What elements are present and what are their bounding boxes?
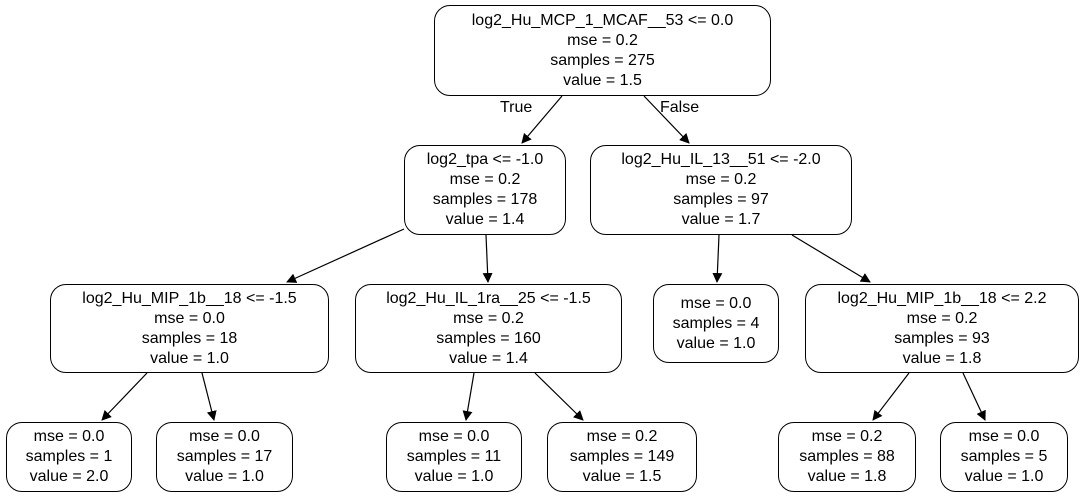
- edge-n0-n2: [643, 95, 690, 144]
- node-line: samples = 88: [799, 448, 895, 465]
- node-line: samples = 149: [569, 448, 675, 465]
- node-line: value = 1.4: [449, 349, 528, 367]
- node-line: samples = 93: [894, 329, 990, 347]
- node-line: value = 1.4: [445, 211, 525, 228]
- edge-n6-n12: [962, 372, 986, 421]
- node-line: value = 1.5: [563, 71, 642, 89]
- node-line: value = 1.8: [902, 349, 982, 367]
- node-line: mse = 0.2: [906, 309, 978, 327]
- edge-n6-n11: [872, 372, 910, 421]
- tree-node-n11: mse = 0.2 samples = 88 value = 1.8: [778, 422, 916, 492]
- tree-node-n1: log2_tpa <= -1.0 mse = 0.2 samples = 178 va…: [404, 145, 566, 235]
- node-line: mse = 0.2: [449, 171, 521, 188]
- node-line: value = 1.0: [150, 349, 229, 367]
- node-line: log2_Hu_MIP_1b__18 <= -1.5: [82, 289, 297, 307]
- node-line: samples = 1: [25, 448, 113, 465]
- node-line: value = 1.5: [582, 468, 662, 485]
- tree-node-n8: mse = 0.0 samples = 17 value = 1.0: [156, 422, 293, 492]
- tree-node-n7: mse = 0.0 samples = 1 value = 2.0: [6, 422, 132, 492]
- node-line: mse = 0.0: [968, 428, 1040, 445]
- node-line: samples = 160: [436, 329, 541, 347]
- tree-node-n2: log2_Hu_IL_13__51 <= -2.0 mse = 0.2 sample…: [590, 145, 852, 235]
- node-line: log2_Hu_IL_1ra__25 <= -1.5: [386, 289, 591, 307]
- edge-label-true: True: [500, 99, 533, 116]
- edge-n4-n9: [462, 372, 475, 421]
- edge-label-false: False: [660, 99, 700, 116]
- node-line: mse = 0.2: [453, 309, 524, 327]
- edge-n0-n1: [521, 95, 563, 144]
- node-line: log2_Hu_IL_13__51 <= -2.0: [621, 151, 821, 168]
- node-line: mse = 0.0: [33, 428, 105, 445]
- node-line: mse = 0.2: [811, 428, 883, 445]
- node-line: mse = 0.0: [680, 294, 752, 312]
- node-line: mse = 0.0: [154, 309, 225, 327]
- node-line: samples = 97: [673, 191, 769, 208]
- node-line: value = 1.0: [414, 468, 494, 485]
- edge-n3-n8: [201, 372, 217, 421]
- node-line: samples = 18: [141, 329, 238, 347]
- node-line: samples = 11: [406, 448, 502, 465]
- edge-n1-n3: [286, 228, 405, 283]
- tree-node-n10: mse = 0.2 samples = 149 value = 1.5: [547, 422, 697, 492]
- node-line: log2_Hu_MIP_1b__18 <= 2.2: [837, 289, 1047, 307]
- edge-n2-n6: [791, 234, 871, 283]
- tree-node-n12: mse = 0.0 samples = 5 value = 1.0: [940, 422, 1068, 492]
- edge-n4-n10: [534, 372, 584, 421]
- tree-node-n0: log2_Hu_MCP_1_MCAF__53 <= 0.0 mse = 0.2 sa…: [434, 5, 771, 96]
- node-line: mse = 0.2: [567, 31, 638, 49]
- node-line: value = 1.0: [676, 334, 756, 352]
- node-line: value = 2.0: [29, 468, 109, 485]
- node-line: log2_tpa <= -1.0: [426, 151, 544, 168]
- tree-node-n6: log2_Hu_MIP_1b__18 <= 2.2 mse = 0.2 sample…: [805, 284, 1079, 373]
- node-line: log2_Hu_MCP_1_MCAF__53 <= 0.0: [471, 11, 734, 29]
- edge-n2-n5: [712, 234, 723, 283]
- edge-n1-n4: [482, 234, 493, 283]
- node-line: samples = 178: [432, 191, 538, 208]
- tree-node-n3: log2_Hu_MIP_1b__18 <= -1.5 mse = 0.0 sampl…: [50, 284, 329, 373]
- node-line: value = 1.8: [807, 468, 887, 485]
- node-line: samples = 5: [960, 448, 1048, 465]
- node-line: value = 1.0: [964, 468, 1044, 485]
- node-line: samples = 275: [550, 51, 655, 69]
- node-line: value = 1.0: [185, 468, 264, 485]
- tree-node-n9: mse = 0.0 samples = 11 value = 1.0: [386, 422, 522, 492]
- node-line: mse = 0.2: [685, 171, 757, 188]
- node-line: samples = 4: [672, 314, 760, 332]
- node-line: mse = 0.0: [189, 428, 260, 445]
- tree-node-n5: mse = 0.0 samples = 4 value = 1.0: [653, 284, 779, 363]
- node-line: mse = 0.0: [418, 428, 490, 445]
- node-line: value = 1.7: [681, 211, 761, 228]
- node-line: samples = 17: [176, 448, 273, 465]
- tree-node-n4: log2_Hu_IL_1ra__25 <= -1.5 mse = 0.2 sampl…: [355, 284, 622, 373]
- edge-n3-n7: [101, 372, 148, 421]
- node-line: mse = 0.2: [586, 428, 658, 445]
